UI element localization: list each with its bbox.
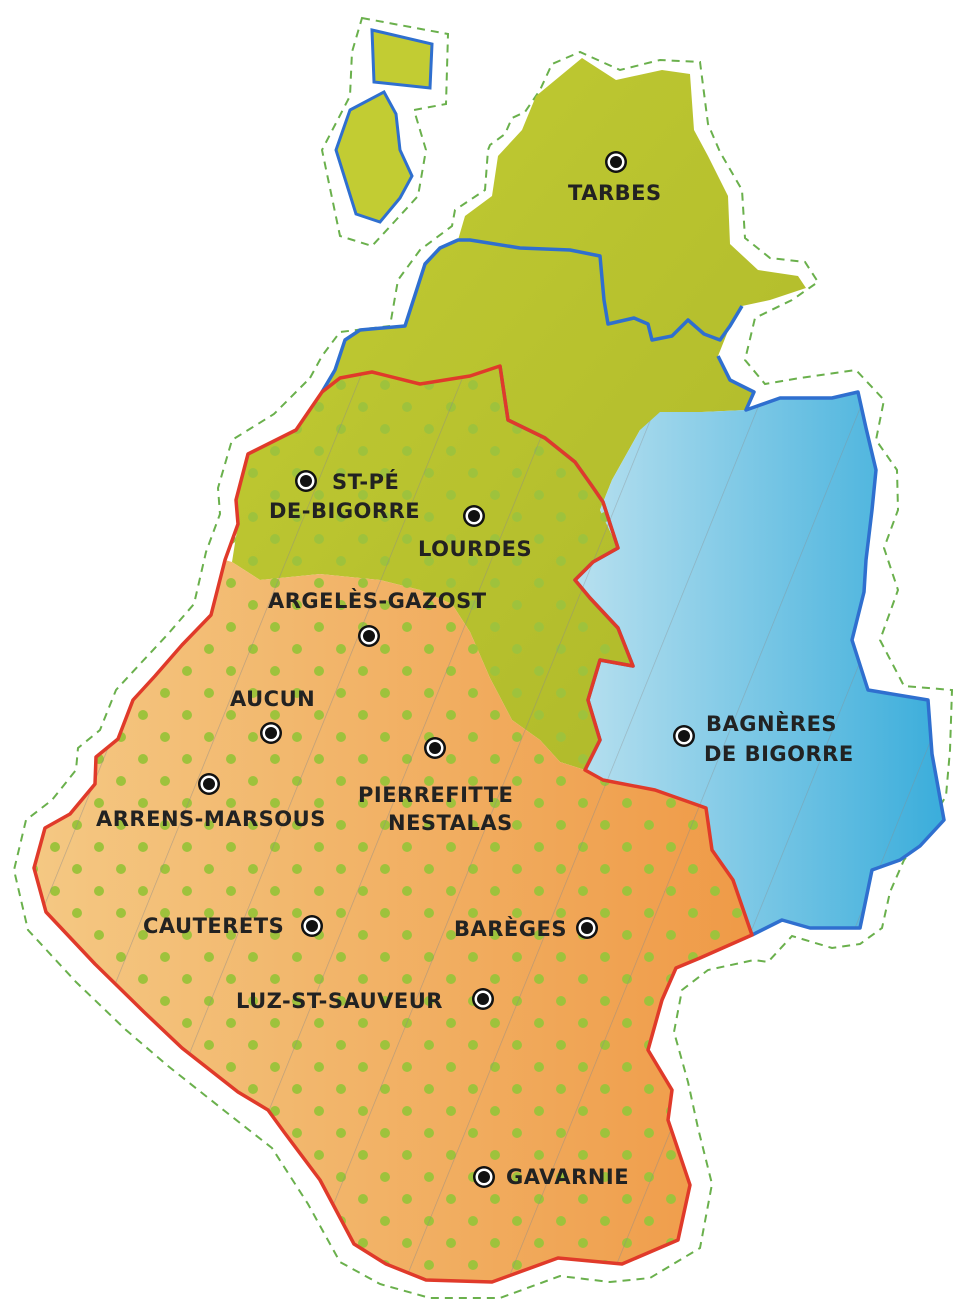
svg-text:ARGELÈS-GAZOST: ARGELÈS-GAZOST	[268, 588, 487, 613]
city-marker-icon	[358, 625, 380, 647]
svg-text:AUCUN: AUCUN	[230, 687, 315, 711]
city-marker-icon	[473, 1166, 495, 1188]
city-label: NESTALAS	[388, 811, 513, 835]
city-marker-icon	[673, 725, 695, 747]
zone-north	[232, 58, 806, 770]
border-red	[32, 364, 754, 1284]
svg-text:ST-PÉ: ST-PÉ	[332, 469, 399, 494]
city-luz-st-sauveur[interactable]: LUZ-ST-SAUVEUR	[236, 988, 494, 1013]
city-label: DE-BIGORRE	[269, 499, 420, 523]
city-label: PIERREFITTE	[358, 783, 513, 807]
city-label: GAVARNIE	[506, 1165, 629, 1189]
city-st-pe-de-bigorre[interactable]: ST-PÉ DE-BIGORRE	[269, 469, 420, 523]
city-lourdes[interactable]: LOURDES	[418, 505, 532, 561]
island-large-outline	[334, 89, 414, 224]
city-label: ARRENS-MARSOUS	[96, 807, 326, 831]
city-bagneres-de-bigorre[interactable]: BAGNÈRES DE BIGORRE	[673, 711, 854, 766]
city-label: TARBES	[568, 181, 662, 205]
island-small-outline	[370, 28, 434, 90]
city-marker-icon	[463, 505, 485, 527]
city-aucun[interactable]: AUCUN	[230, 687, 315, 744]
svg-text:NESTALAS: NESTALAS	[388, 811, 513, 835]
city-marker-icon	[198, 773, 220, 795]
city-label: BARÈGES	[454, 916, 567, 941]
city-argeles-gazost[interactable]: ARGELÈS-GAZOST	[268, 588, 487, 647]
city-marker-icon	[301, 915, 323, 937]
city-label: BAGNÈRES	[706, 711, 837, 736]
city-marker-icon	[605, 151, 627, 173]
city-label: CAUTERETS	[143, 914, 284, 938]
city-tarbes[interactable]: TARBES	[568, 151, 662, 205]
city-pierrefitte-nestalas[interactable]: PIERREFITTE NESTALAS	[358, 737, 513, 835]
city-marker-icon	[424, 737, 446, 759]
island-dashed-boundary	[320, 16, 450, 248]
city-label: AUCUN	[230, 687, 315, 711]
city-marker-icon	[472, 988, 494, 1010]
svg-text:ARRENS-MARSOUS: ARRENS-MARSOUS	[96, 807, 326, 831]
city-cauterets[interactable]: CAUTERETS	[143, 914, 323, 938]
svg-text:DE-BIGORRE: DE-BIGORRE	[269, 499, 420, 523]
city-bareges[interactable]: BARÈGES	[454, 916, 598, 941]
city-label: DE BIGORRE	[704, 742, 854, 766]
svg-text:LUZ-ST-SAUVEUR: LUZ-ST-SAUVEUR	[236, 989, 443, 1013]
city-gavarnie[interactable]: GAVARNIE	[473, 1165, 629, 1189]
city-label: LUZ-ST-SAUVEUR	[236, 989, 443, 1013]
city-marker-icon	[260, 722, 282, 744]
svg-text:LOURDES: LOURDES	[418, 537, 532, 561]
island-north-small	[372, 30, 432, 88]
city-arrens-marsous[interactable]: ARRENS-MARSOUS	[96, 773, 326, 831]
city-marker-icon	[576, 917, 598, 939]
city-label: ARGELÈS-GAZOST	[268, 588, 487, 613]
svg-text:PIERREFITTE: PIERREFITTE	[358, 783, 513, 807]
svg-text:BARÈGES: BARÈGES	[454, 916, 567, 941]
city-label: ST-PÉ	[332, 469, 399, 494]
svg-text:TARBES: TARBES	[568, 181, 662, 205]
island-north-large	[336, 92, 412, 222]
svg-text:CAUTERETS: CAUTERETS	[143, 914, 284, 938]
svg-text:GAVARNIE: GAVARNIE	[506, 1165, 629, 1189]
svg-text:BAGNÈRES: BAGNÈRES	[706, 711, 837, 736]
city-label: LOURDES	[418, 537, 532, 561]
svg-text:DE BIGORRE: DE BIGORRE	[704, 742, 854, 766]
city-marker-icon	[295, 470, 317, 492]
